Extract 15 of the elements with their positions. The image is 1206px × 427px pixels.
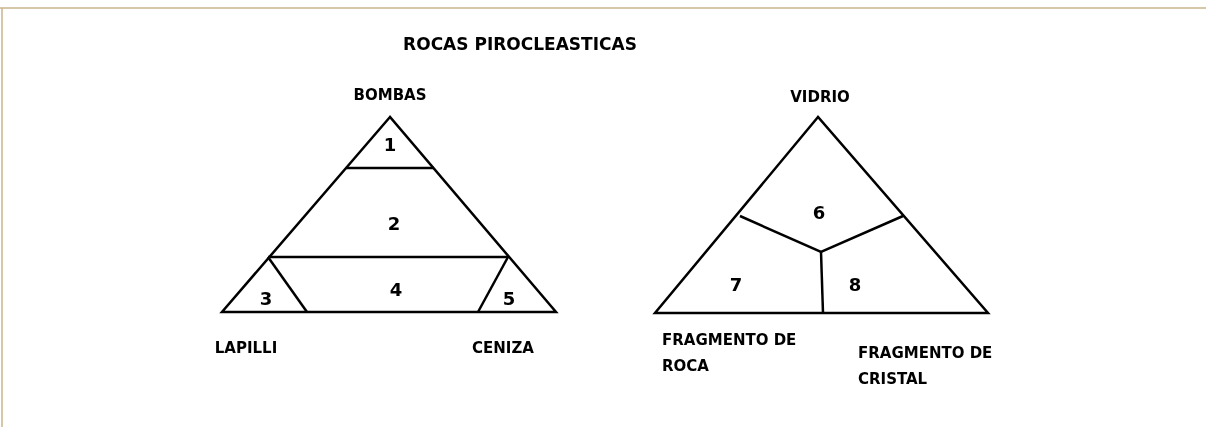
diagram-title: ROCAS PIROCLEASTICAS bbox=[403, 33, 637, 56]
region-number: 6 bbox=[812, 201, 826, 225]
corner-label: FRAGMENTO DE CRISTAL bbox=[858, 343, 994, 390]
corner-label: VIDRIO bbox=[790, 87, 850, 108]
region-number: 1 bbox=[383, 133, 397, 157]
corner-label: FRAGMENTO DE ROCA bbox=[662, 330, 798, 377]
region-number: 4 bbox=[389, 278, 403, 302]
region-number: 2 bbox=[387, 212, 401, 236]
region-number: 7 bbox=[729, 273, 743, 297]
corner-label: BOMBAS bbox=[353, 85, 427, 106]
region-number: 8 bbox=[848, 273, 862, 297]
region-number: 5 bbox=[502, 287, 516, 311]
corner-label: LAPILLI bbox=[214, 338, 278, 359]
region-number: 3 bbox=[259, 287, 273, 311]
corner-label: CENIZA bbox=[472, 338, 534, 359]
